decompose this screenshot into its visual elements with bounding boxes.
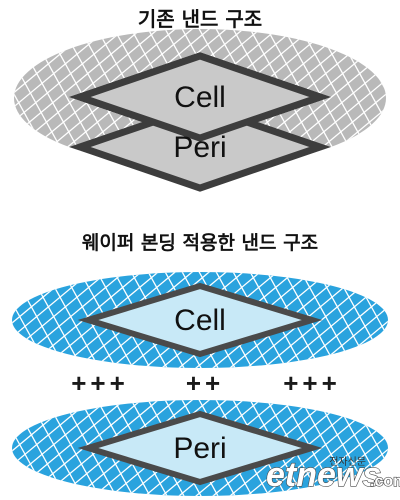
bottom-cell-label: Cell [174,304,226,337]
grid-line-b [0,396,10,500]
etnews-watermark: 전자신문 etnews .com [265,455,400,494]
bottom-cell-diamond [77,282,323,358]
grid-line-b [12,272,113,368]
grid-line-b [0,25,10,170]
grid-line-a [0,25,5,170]
watermark-small-text: 전자신문 [329,456,366,468]
grid-line-b [0,268,10,372]
bottom-peri-label: Peri [173,432,226,465]
top-section-title: 기존 낸드 구조 [138,7,262,31]
grid-line-b [292,400,388,496]
top-cell-diamond [69,52,331,142]
bonding-mark-center: ++ [186,368,224,398]
grid-line-b [12,400,113,496]
top-peri-label: Peri [173,131,226,164]
grid-line-b [12,272,96,368]
grid-line-a [383,29,386,167]
grid-line-b [14,29,113,167]
bonding-mark-right: +++ [283,368,341,398]
watermark-suffix: .com [370,473,400,490]
top-cell-label: Cell [174,81,226,114]
grid-line-b [12,400,96,496]
bottom-section-title: 웨이퍼 본딩 적용한 낸드 구조 [82,232,318,254]
grid-line-b [395,268,400,372]
bonding-marks: +++ ++ +++ [71,368,341,398]
grid-line-b [292,272,388,368]
bonding-mark-left: +++ [71,368,129,398]
watermark-logo: etnews [266,456,381,494]
grid-line-b [14,29,130,167]
grid-line-b [14,29,147,167]
bottom-peri-diamond [77,410,323,486]
